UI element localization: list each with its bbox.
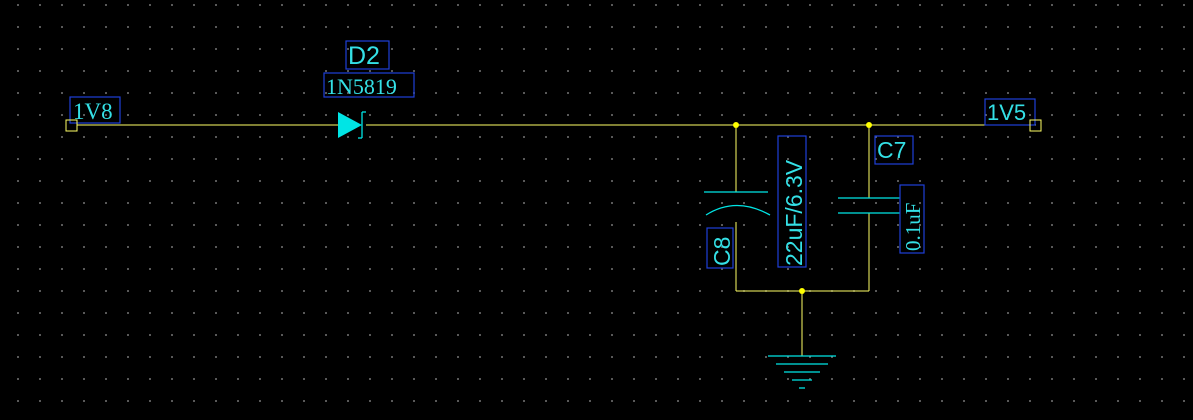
cap-value-box bbox=[777, 135, 807, 268]
cap-c7-value-label: 0.1uF bbox=[901, 203, 925, 251]
diode-d2[interactable]: D2 1N5819 bbox=[323, 40, 415, 139]
diode-value-box bbox=[323, 72, 415, 98]
cap-ref-box bbox=[706, 227, 734, 269]
net-label-output: 1V5 bbox=[987, 100, 1026, 125]
capacitor-c8[interactable]: C8 22uF/6.3V bbox=[704, 135, 807, 269]
cap-c7-ref-label: C7 bbox=[877, 137, 906, 163]
port-square bbox=[1029, 119, 1042, 132]
diode-value-label: 1N5819 bbox=[326, 74, 397, 99]
cap-value-box bbox=[899, 184, 925, 254]
junctions bbox=[733, 122, 872, 294]
cap-c8-value-label: 22uF/6.3V bbox=[781, 159, 807, 266]
port-square bbox=[65, 119, 78, 132]
net-label-box bbox=[69, 96, 121, 124]
port-1v5[interactable]: 1V5 bbox=[984, 98, 1042, 132]
wires bbox=[77, 124, 1036, 356]
capacitor-c7[interactable]: C7 0.1uF bbox=[838, 135, 925, 254]
junction-dot bbox=[799, 288, 805, 294]
diode-ref-box bbox=[345, 40, 390, 70]
cap-ref-box bbox=[874, 135, 914, 165]
junction-dot bbox=[733, 122, 739, 128]
cap-c8-ref-label: C8 bbox=[709, 237, 735, 266]
port-1v8[interactable]: 1V8 bbox=[65, 96, 121, 132]
net-label-input: 1V8 bbox=[73, 99, 113, 124]
ground-icon[interactable] bbox=[768, 355, 836, 389]
net-label-box bbox=[984, 98, 1036, 126]
capacitor-curved-plate bbox=[705, 204, 771, 216]
diode-icon bbox=[338, 112, 362, 138]
junction-dot bbox=[866, 122, 872, 128]
diode-ref-label: D2 bbox=[348, 42, 380, 70]
